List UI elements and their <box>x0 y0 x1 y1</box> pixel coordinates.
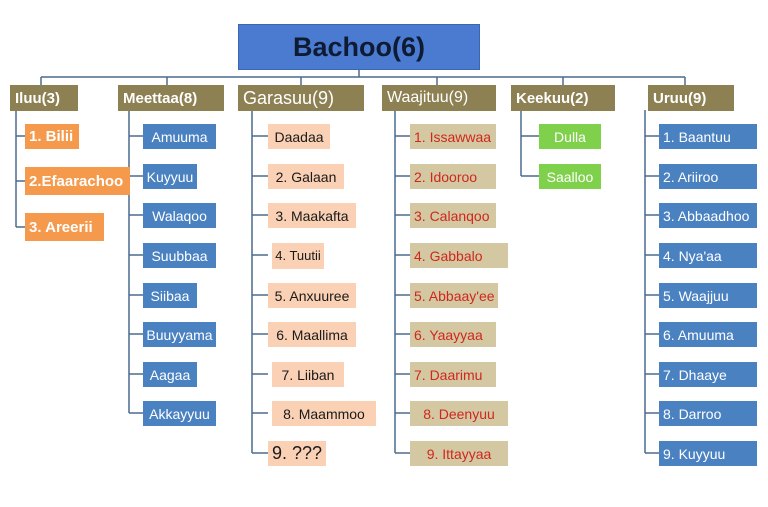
iluu-item: 3. Areerii <box>25 213 104 241</box>
uruu-item: 3. Abbaadhoo <box>659 203 757 228</box>
waajituu-item: 9. Ittayyaa <box>410 441 508 466</box>
waajituu-item: 4. Gabbalo <box>410 243 508 268</box>
header-garasuu: Garasuu(9) <box>238 85 364 111</box>
header-waajituu: Waajituu(9) <box>382 85 496 111</box>
uruu-item: 6. Amuuma <box>659 322 757 347</box>
garasuu-item: 2. Galaan <box>268 164 344 189</box>
meettaa-item: Aagaa <box>143 362 197 387</box>
header-iluu: Iluu(3) <box>10 85 78 111</box>
uruu-item: 9. Kuyyuu <box>659 441 757 466</box>
header-keekuu: Keekuu(2) <box>511 85 615 111</box>
root-node: Bachoo(6) <box>238 24 480 70</box>
meettaa-item: Suubbaa <box>143 243 216 268</box>
garasuu-item: 3. Maakafta <box>268 203 356 228</box>
garasuu-item: Daadaa <box>268 124 330 149</box>
uruu-item: 7. Dhaaye <box>659 362 757 387</box>
waajituu-item: 2. Idooroo <box>410 164 496 189</box>
header-uruu: Uruu(9) <box>648 85 734 111</box>
iluu-item: 2.Efaarachoo <box>25 167 130 195</box>
garasuu-item: 5. Anxuuree <box>268 283 356 308</box>
waajituu-item: 6. Yaayyaa <box>410 322 496 347</box>
keekuu-item: Dulla <box>539 124 601 149</box>
uruu-item: 8. Darroo <box>659 401 757 426</box>
meettaa-item: Walaqoo <box>143 203 216 228</box>
waajituu-item: 1. Issawwaa <box>410 124 496 149</box>
waajituu-item: 3. Calanqoo <box>410 203 496 228</box>
meettaa-item: Akkayyuu <box>143 401 216 426</box>
uruu-item: 2. Ariiroo <box>659 164 757 189</box>
iluu-item: 1. Bilii <box>25 124 79 149</box>
waajituu-item: 5. Abbaay'ee <box>410 283 498 308</box>
uruu-item: 4. Nya'aa <box>659 243 757 268</box>
waajituu-item: 8. Deenyuu <box>410 401 508 426</box>
header-meettaa: Meettaa(8) <box>118 85 224 111</box>
meettaa-item: Siibaa <box>143 283 197 308</box>
garasuu-item: 9. ??? <box>268 441 326 466</box>
garasuu-item: 6. Maallima <box>268 322 356 347</box>
keekuu-item: Saalloo <box>539 164 601 189</box>
uruu-item: 5. Waajjuu <box>659 283 757 308</box>
meettaa-item: Amuuma <box>143 124 216 149</box>
uruu-item: 1. Baantuu <box>659 124 757 149</box>
garasuu-item: 7. Liiban <box>272 362 344 387</box>
garasuu-item: 4. Tuutii <box>272 243 324 269</box>
garasuu-item: 8. Maammoo <box>272 401 376 426</box>
meettaa-item: Buuyyama <box>143 322 216 347</box>
meettaa-item: Kuyyuu <box>143 164 197 189</box>
waajituu-item: 7. Daarimu <box>410 362 496 387</box>
